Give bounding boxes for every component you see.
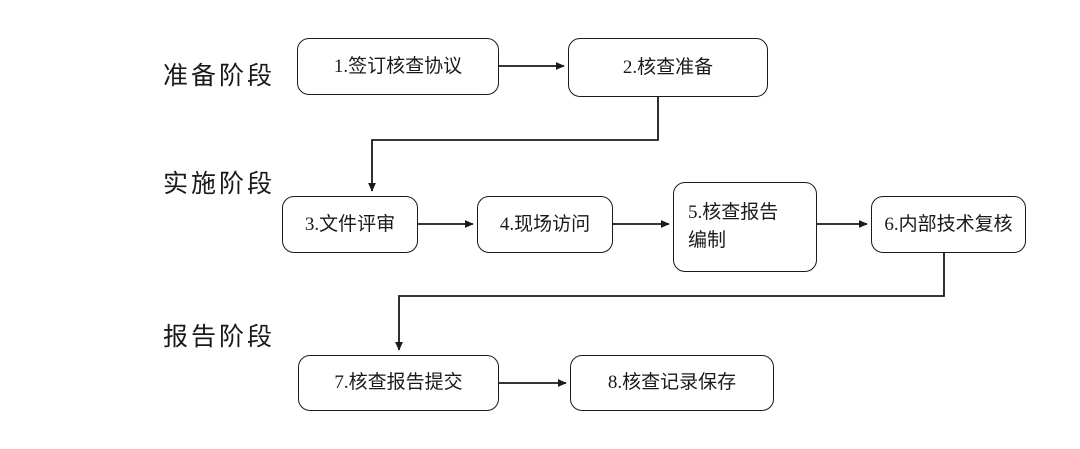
edge-6-to-7 <box>395 253 945 351</box>
node-7-label: 7.核查报告提交 <box>334 372 463 394</box>
node-8[interactable]: 8.核查记录保存 <box>570 355 774 411</box>
node-6[interactable]: 6.内部技术复核 <box>871 196 1026 253</box>
node-7[interactable]: 7.核查报告提交 <box>298 355 499 411</box>
node-1-label: 1.签订核查协议 <box>333 55 463 77</box>
node-1[interactable]: 1.签订核查协议 <box>297 38 499 95</box>
node-2[interactable]: 2.核查准备 <box>568 38 768 97</box>
node-2-label: 2.核查准备 <box>622 56 714 78</box>
phase-prepare: 准备阶段 <box>163 63 276 90</box>
node-5-label: 5.核查报告 编制 <box>688 202 779 251</box>
node-4-label: 4.现场访问 <box>499 213 591 235</box>
node-6-label: 6.内部技术复核 <box>884 213 1013 235</box>
edge-2-to-3 <box>368 97 659 192</box>
node-5[interactable]: 5.核查报告 编制 <box>673 182 817 272</box>
node-8-label: 8.核查记录保存 <box>607 372 737 394</box>
node-3-label: 3.文件评审 <box>304 213 396 235</box>
node-3[interactable]: 3.文件评审 <box>282 196 418 253</box>
phase-implement: 实施阶段 <box>163 171 276 198</box>
node-4[interactable]: 4.现场访问 <box>477 196 613 253</box>
phase-report: 报告阶段 <box>163 324 276 351</box>
